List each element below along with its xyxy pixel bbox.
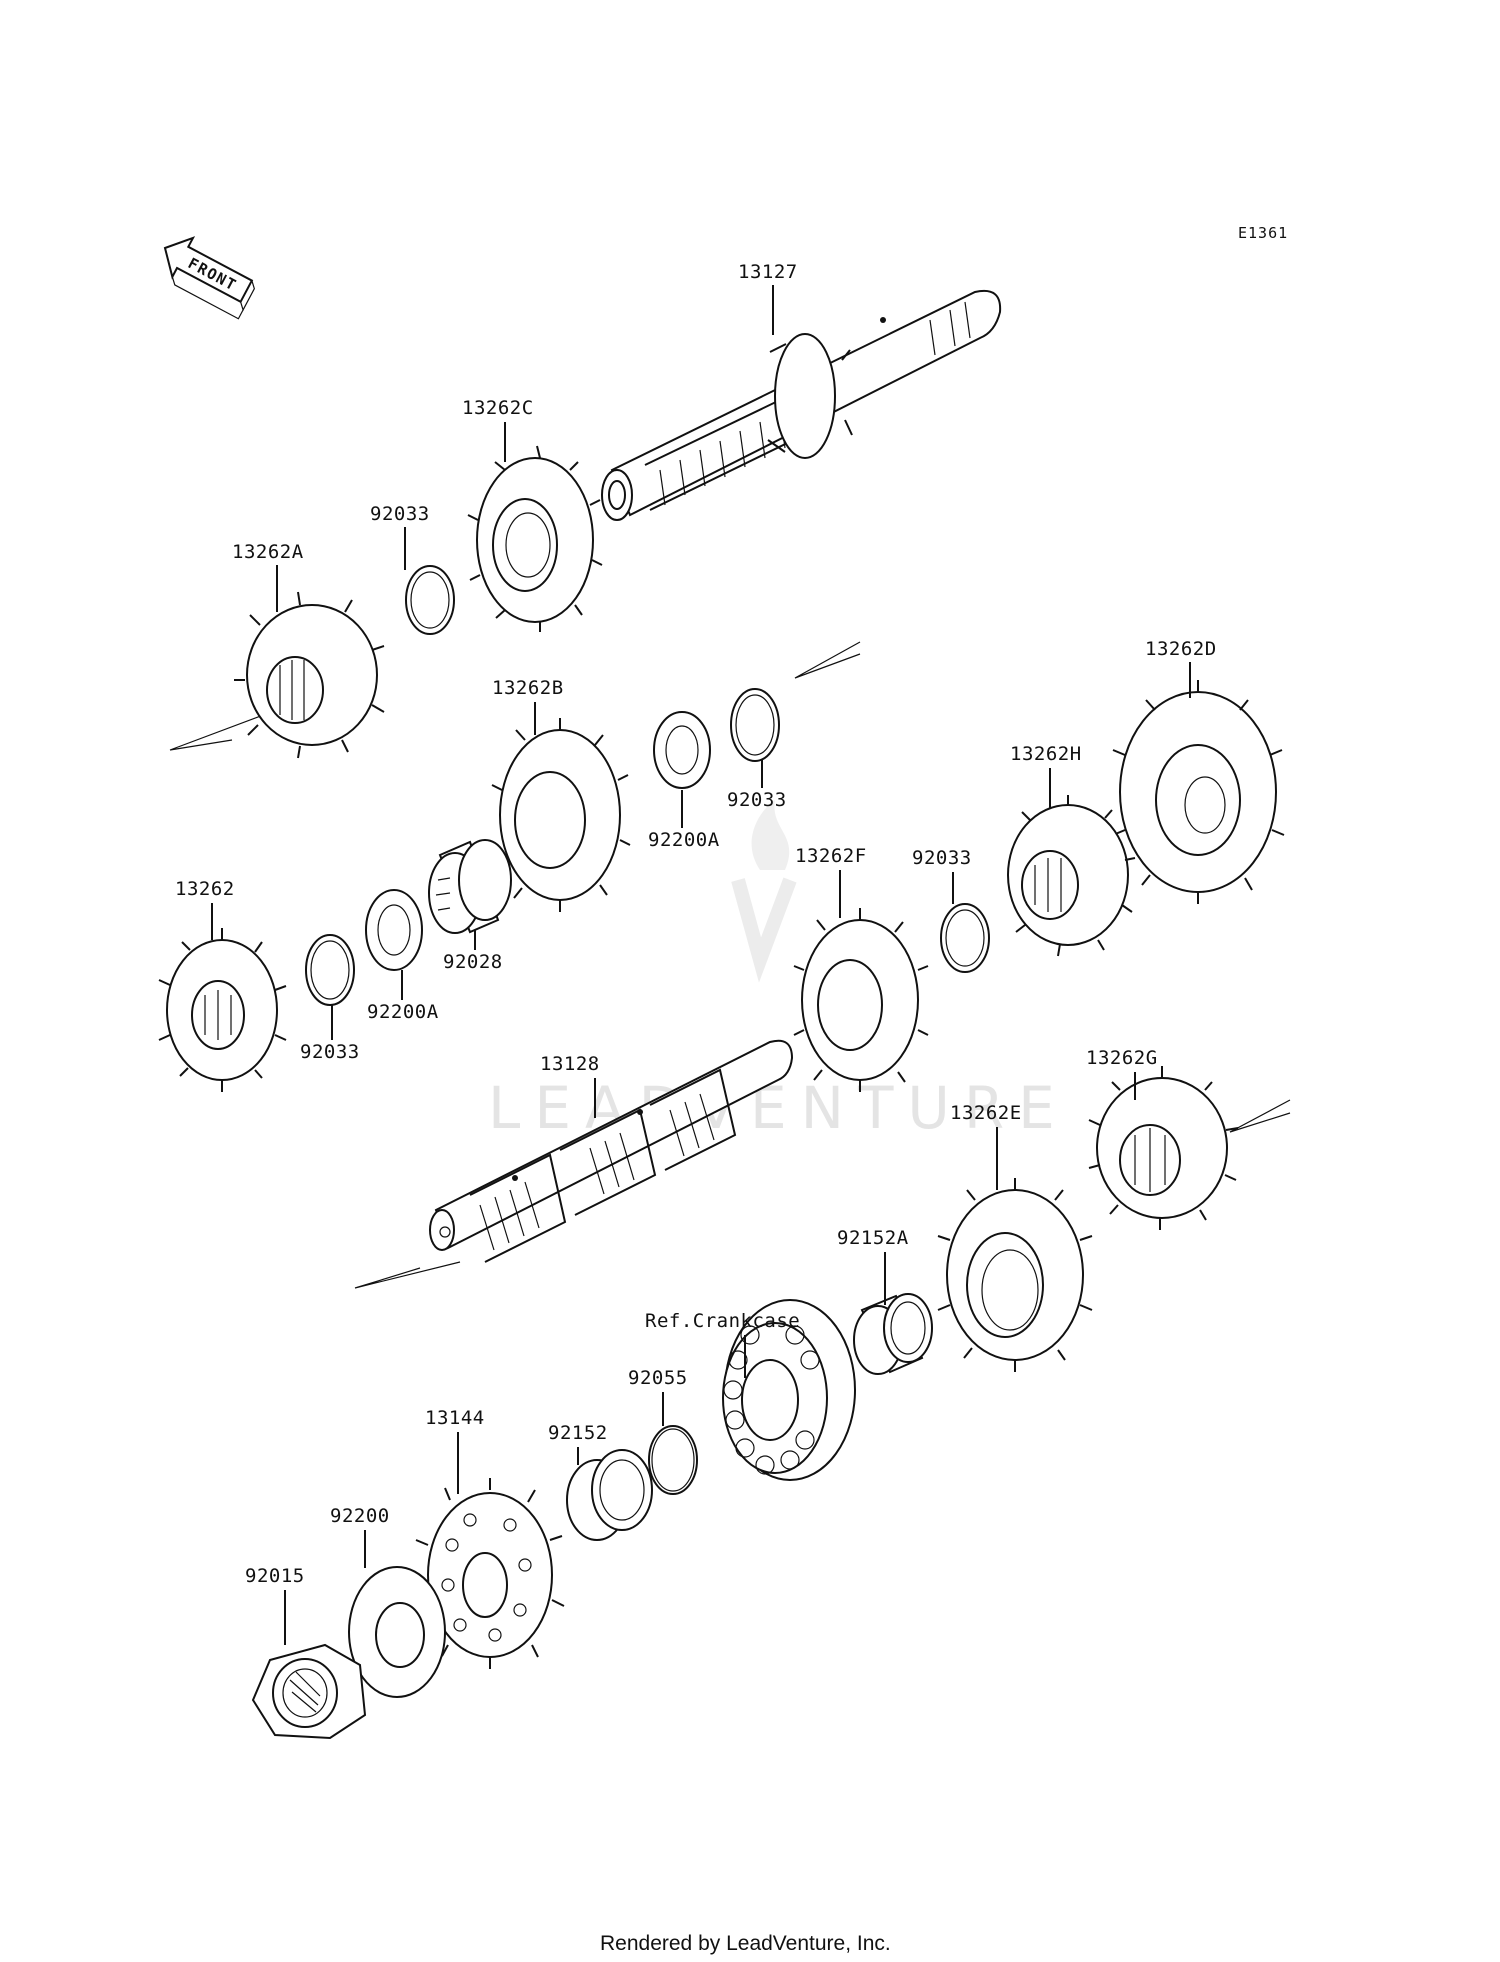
collar-icon[interactable] — [566, 1449, 653, 1541]
gear-icon[interactable] — [1007, 795, 1136, 957]
part-label-13262e[interactable]: 13262E — [950, 1102, 1022, 1124]
washer-icon[interactable] — [365, 889, 423, 971]
circlip-icon[interactable] — [730, 688, 780, 762]
part-label-92033[interactable]: 92033 — [300, 1041, 360, 1063]
part-label-92152a[interactable]: 92152A — [837, 1227, 909, 1249]
part-label-13144[interactable]: 13144 — [425, 1407, 485, 1429]
part-label-92152[interactable]: 92152 — [548, 1422, 608, 1444]
gear-icon[interactable] — [1088, 1066, 1239, 1230]
part-label-92200[interactable]: 92200 — [330, 1505, 390, 1527]
nut-icon[interactable] — [251, 1643, 367, 1740]
part-label-13262c[interactable]: 13262C — [462, 397, 534, 419]
gear-icon[interactable] — [937, 1178, 1093, 1372]
washer-icon[interactable] — [653, 711, 711, 789]
part-label-92033[interactable]: 92033 — [370, 503, 430, 525]
circlip-icon[interactable] — [305, 934, 355, 1006]
part-label-13127[interactable]: 13127 — [738, 261, 798, 283]
part-label-13262d[interactable]: 13262D — [1145, 638, 1217, 660]
collar-icon[interactable] — [853, 1293, 933, 1375]
part-label-13262a[interactable]: 13262A — [232, 541, 304, 563]
o-ring-icon[interactable] — [648, 1425, 698, 1495]
part-label-92200a[interactable]: 92200A — [367, 1001, 439, 1023]
gear-icon[interactable] — [491, 718, 631, 912]
gear-icon[interactable] — [467, 445, 603, 632]
circlip-icon[interactable] — [940, 903, 990, 973]
gear-icon[interactable] — [234, 591, 385, 759]
watermark-text: LEADVENTURE — [488, 1074, 1069, 1142]
part-label-13262f[interactable]: 13262F — [795, 845, 867, 867]
leader-lines — [211, 285, 1191, 1645]
part-label-13262h[interactable]: 13262H — [1010, 743, 1082, 765]
sprocket-icon[interactable] — [415, 1478, 565, 1669]
watermark: LEADVENTURE — [488, 800, 1069, 1142]
part-label-92055[interactable]: 92055 — [628, 1367, 688, 1389]
part-label-92015[interactable]: 92015 — [245, 1565, 305, 1587]
ball-bearing-icon[interactable] — [722, 1299, 856, 1481]
part-label-ref-crankcase[interactable]: Ref.Crankcase — [645, 1310, 800, 1332]
washer-icon[interactable] — [348, 1566, 446, 1698]
diagram-code: E1361 — [1238, 224, 1288, 242]
part-label-13262[interactable]: 13262 — [175, 878, 235, 900]
part-label-92200a[interactable]: 92200A — [648, 829, 720, 851]
front-arrow-icon: FRONT — [163, 236, 255, 320]
footer-credit: Rendered by LeadVenture, Inc. — [600, 1932, 891, 1955]
part-label-92028[interactable]: 92028 — [443, 951, 503, 973]
part-labels: 13127 13262C 92033 13262A 13262B 92200A … — [175, 261, 1217, 1587]
part-label-13128[interactable]: 13128 — [540, 1053, 600, 1075]
gear-icon[interactable] — [1112, 680, 1285, 904]
part-label-92033[interactable]: 92033 — [912, 847, 972, 869]
drive-shaft-icon[interactable] — [429, 1039, 794, 1263]
part-label-92033[interactable]: 92033 — [727, 789, 787, 811]
main-shaft-icon[interactable] — [601, 290, 1002, 521]
part-label-13262g[interactable]: 13262G — [1086, 1047, 1158, 1069]
part-label-13262b[interactable]: 13262B — [492, 677, 564, 699]
needle-bearing-icon[interactable] — [428, 839, 512, 934]
gear-icon[interactable] — [793, 908, 929, 1092]
circlip-icon[interactable] — [405, 565, 455, 635]
gear-icon[interactable] — [158, 928, 287, 1092]
